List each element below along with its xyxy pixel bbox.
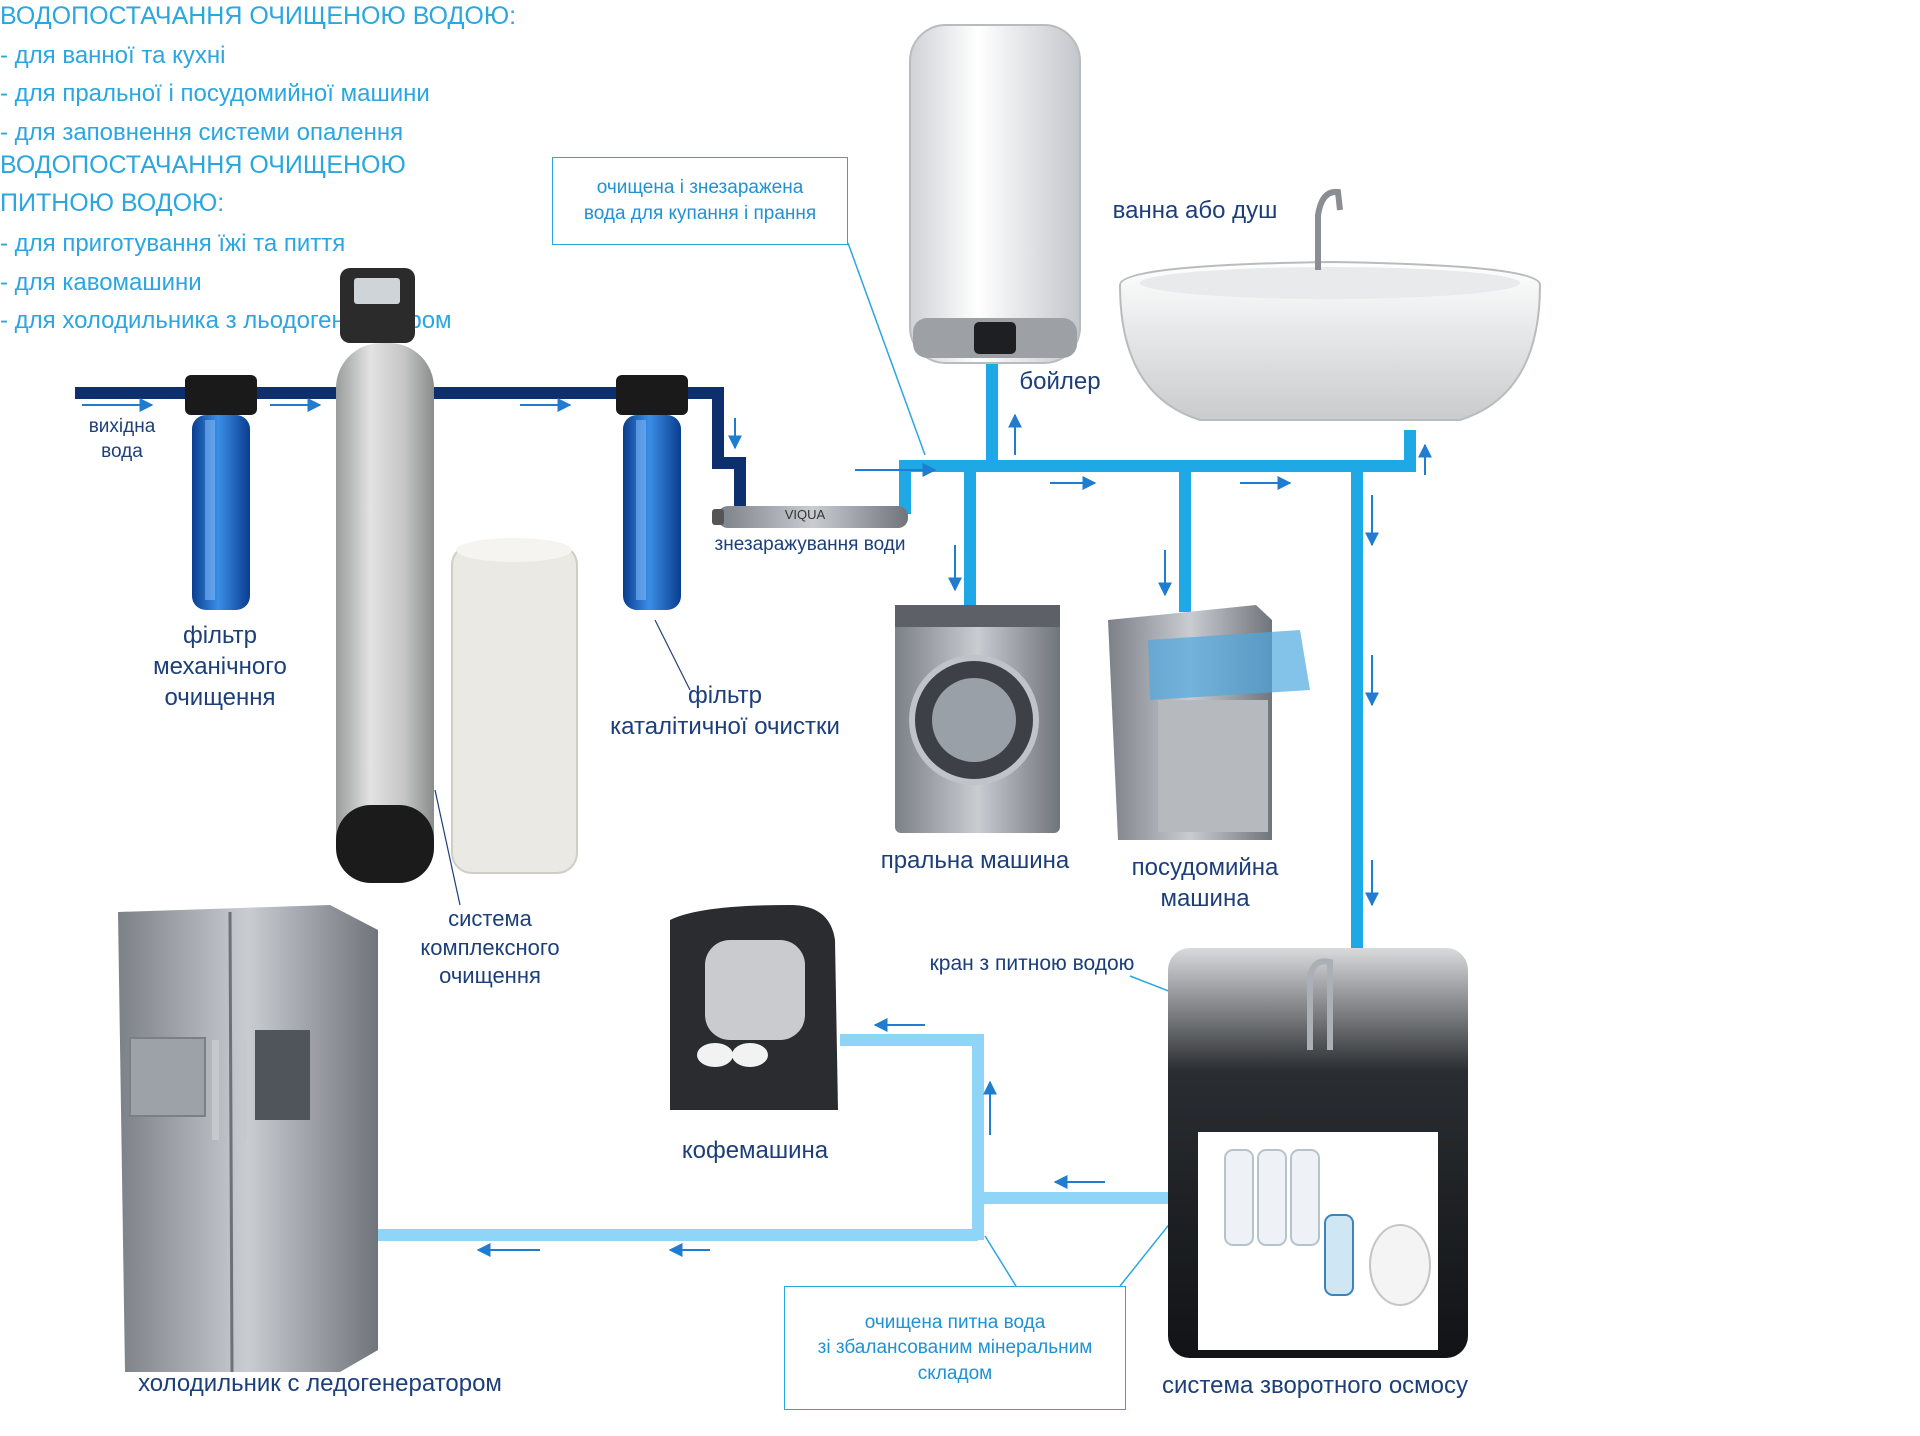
label-catalytic-filter-2: каталітичної очистки <box>610 713 840 741</box>
label-dishwasher-2: машина <box>1160 885 1250 913</box>
header-mid-item: - для кавомашини <box>0 268 202 296</box>
label-coffee: кофемашина <box>681 1137 829 1164</box>
header-mid-item: - для приготування їжі та пиття <box>0 230 346 258</box>
catalytic-filter <box>616 375 688 610</box>
label-boiler: бойлер <box>1019 368 1101 395</box>
note-top-line-2: вода для купання і прання <box>583 203 817 224</box>
dishwasher <box>1108 605 1310 840</box>
uv-sterilizer <box>712 506 908 528</box>
washing-machine <box>895 605 1060 833</box>
label-bath: ванна або душ <box>1112 197 1278 224</box>
label-complex-system: система комплексного очищення <box>390 905 590 991</box>
label-catalytic-filter-1: фільтр <box>687 682 763 709</box>
header-mid-title-2: ПИТНОЮ ВОДОЮ: <box>0 188 225 217</box>
label-fridge: холодильник с ледогенератором <box>138 1370 502 1397</box>
label-dishwasher-1: посудомийна <box>1131 854 1279 881</box>
label-source-water-2: вода <box>101 440 143 462</box>
label-catalytic-filter: фільтр каталітичної очистки <box>590 680 860 742</box>
header-top-title: ВОДОПОСТАЧАННЯ ОЧИЩЕНОЮ ВОДОЮ: <box>0 2 517 30</box>
label-mech-filter-1: фільтр <box>182 622 258 649</box>
label-ro: система зворотного осмосу <box>1161 1372 1469 1399</box>
clean-main-pipe <box>899 430 1416 514</box>
header-mid-title-1: ВОДОПОСТАЧАННЯ ОЧИЩЕНОЮ <box>0 150 406 179</box>
label-mech-filter: фільтр механічного очищення <box>120 620 320 714</box>
coffee-pipe <box>840 1034 984 1240</box>
label-washer: пральна машина <box>880 847 1070 874</box>
note-bottom-line-3: складом <box>917 1362 993 1384</box>
note-top-line-1: очищена і знезаражена <box>596 177 804 199</box>
label-tap: кран з питною водою <box>929 952 1135 975</box>
complex-filter-tank <box>336 268 434 883</box>
header-top-item: - для ванної та кухні <box>0 41 226 69</box>
header-top-item: - для пральної і посудомийної машини <box>0 80 430 108</box>
header-top: ВОДОПОСТАЧАННЯ ОЧИЩЕНОЮ ВОДОЮ: - для ван… <box>0 0 1920 149</box>
note-bottom-line-2: зі збалансованим мінеральним <box>817 1337 1093 1359</box>
label-source-water-1: вихідна <box>88 416 156 437</box>
fridge <box>118 905 378 1373</box>
brine-tank <box>451 538 578 874</box>
label-source-water: вихідна вода <box>72 415 172 464</box>
label-dishwasher: посудомийна машина <box>1110 852 1300 914</box>
boiler <box>909 24 1081 364</box>
label-leader-lines <box>434 619 691 906</box>
header-top-item: - для заповнення системи опалення <box>0 118 404 146</box>
coffee-machine <box>670 905 838 1110</box>
bathtub <box>1118 188 1542 421</box>
mechanical-filter <box>185 375 257 610</box>
label-complex-system-1: система <box>448 906 532 931</box>
label-uv-brand: VIQUA <box>784 507 826 522</box>
label-complex-system-3: очищення <box>439 963 541 989</box>
note-top: очищена і знезаражена вода для купання і… <box>552 157 848 245</box>
raw-water-pipe <box>75 387 746 514</box>
label-mech-filter-2: механічного <box>153 653 287 681</box>
flow-arrows <box>82 398 1432 1257</box>
reverse-osmosis-unit <box>1168 948 1468 1358</box>
label-complex-system-2: комплексного <box>420 934 560 960</box>
note-bottom: очищена питна вода зі збалансованим міне… <box>784 1286 1126 1410</box>
label-uv: знезаражування води <box>714 534 906 555</box>
label-mech-filter-3: очищення <box>164 684 276 712</box>
note-bottom-line-1: очищена питна вода <box>864 1311 1046 1333</box>
